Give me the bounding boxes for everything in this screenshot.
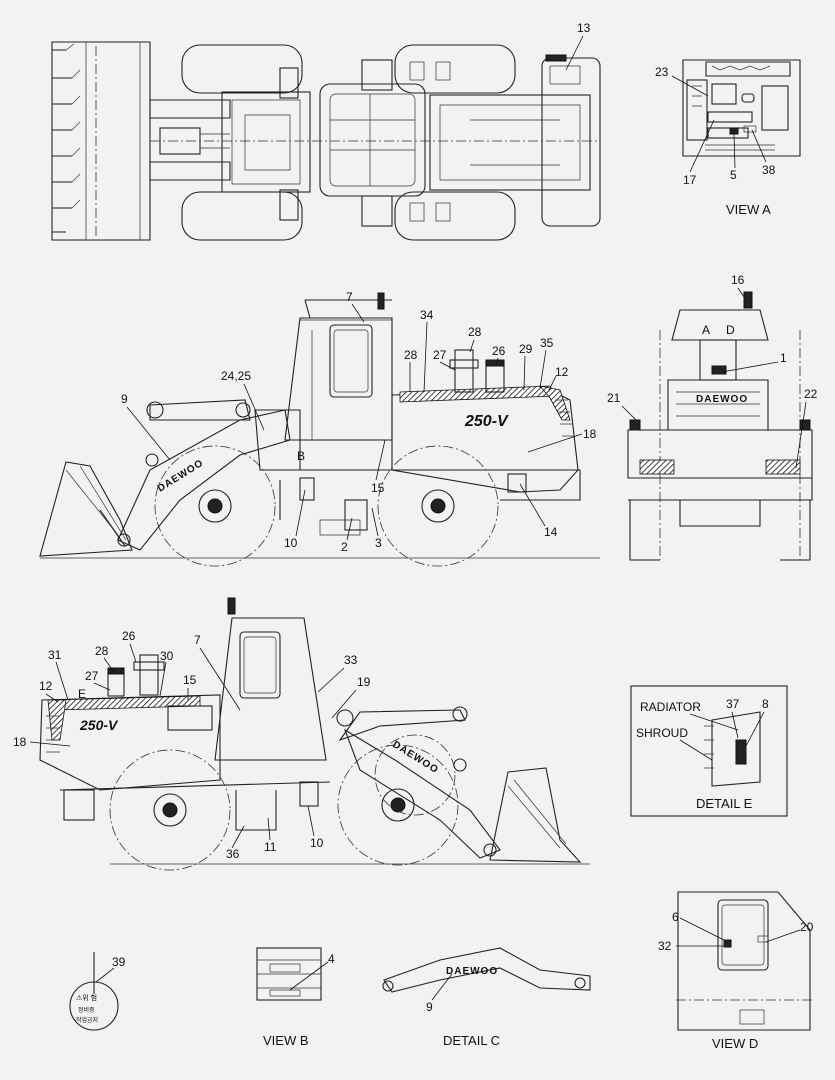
callout-label: 15	[183, 673, 197, 687]
callout-label: 31	[48, 648, 62, 662]
callout-label: 9	[121, 392, 128, 406]
callout-label: 37	[726, 697, 740, 711]
warning-text-3: 작업금지	[76, 1016, 98, 1024]
callout-13: 13	[565, 21, 591, 71]
view-d-label: VIEW D	[712, 1036, 758, 1051]
callout-label: 34	[420, 308, 434, 322]
side-view-right-callouts: 7 34 28 28 27 26 29 35 12 18 24,25 9 15 …	[121, 290, 597, 554]
callout-label: 12	[555, 365, 569, 379]
view-d: 6 32 20 VIEW D	[658, 891, 814, 1051]
callout-label: 2	[341, 540, 348, 554]
section-letter-b: B	[297, 449, 305, 463]
view-b-label: VIEW B	[263, 1033, 309, 1048]
model-decal: 250-V	[464, 413, 509, 430]
rear-view-callouts: 16 1 21 22 A D	[607, 273, 818, 469]
callout-label: 10	[284, 536, 298, 550]
callout-label: 26	[122, 629, 136, 643]
callout-label: 17	[683, 173, 697, 187]
callout-label: 32	[658, 939, 672, 953]
callout-label: 28	[468, 325, 482, 339]
callout-label: 11	[264, 840, 277, 854]
view-a-callouts: 23 17 5 38 VIEW A	[655, 65, 776, 217]
callout-label: 28	[404, 348, 418, 362]
callout-label: 15	[371, 481, 385, 495]
callout-label: 18	[13, 735, 27, 749]
callout-label: 6	[672, 910, 679, 924]
callout-label: 33	[344, 653, 358, 667]
callout-label: 4	[328, 952, 335, 966]
warning-text-1: ⚠위 험	[76, 994, 97, 1002]
detail-e-box: RADIATOR SHROUD 37 8 DETAIL E	[630, 685, 788, 817]
callout-label: 21	[607, 391, 621, 405]
callout-label: 8	[762, 697, 769, 711]
callout-label: 38	[762, 163, 776, 177]
callout-label: 16	[731, 273, 745, 287]
side-view-left-callouts: 31 28 26 30 27 12 E 15 7 33 19 18 36 11 …	[13, 629, 371, 861]
view-a-drawing	[682, 59, 801, 157]
rear-brand-decal: DAEWOO	[696, 394, 748, 405]
warning-text-2: 정비중	[78, 1006, 95, 1014]
callout-label: 23	[655, 65, 669, 79]
detail-c-label: DETAIL C	[443, 1033, 500, 1048]
callout-label: 7	[194, 633, 201, 647]
section-letter-e: E	[78, 687, 86, 701]
callout-label: 12	[39, 679, 53, 693]
callout-label: 30	[160, 649, 174, 663]
detail-e-label: DETAIL E	[696, 796, 753, 811]
callout-label: 3	[375, 536, 382, 550]
detail-e-shroud: SHROUD	[636, 726, 688, 740]
callout-label: 5	[730, 168, 737, 182]
view-b: 4 VIEW B	[256, 947, 335, 1048]
callout-label: 36	[226, 847, 240, 861]
side-view-right: 250-V DAEWOO	[39, 292, 600, 567]
section-letter-a: A	[702, 323, 710, 337]
detail-c: DAEWOO 9 DETAIL C	[382, 947, 591, 1048]
callout-label: 39	[112, 955, 126, 969]
boom-brand-decal-left: DAEWOO	[390, 739, 440, 776]
model-decal-left: 250-V	[79, 717, 119, 733]
callout-label: 22	[804, 387, 818, 401]
rear-view: DAEWOO	[627, 291, 813, 561]
callout-label: 7	[346, 290, 353, 304]
top-view	[51, 41, 601, 241]
callout-label: 27	[85, 669, 99, 683]
callout-label: 9	[426, 1000, 433, 1014]
warning-decal-39: ⚠위 험 정비중 작업금지 39	[69, 952, 126, 1031]
callout-label: 10	[310, 836, 324, 850]
callout-label: 26	[492, 344, 506, 358]
section-letter-d: D	[726, 323, 735, 337]
detail-e-radiator: RADIATOR	[640, 700, 701, 714]
callout-label: 27	[433, 348, 447, 362]
callout-label: 35	[540, 336, 554, 350]
callout-label: 24,25	[221, 369, 251, 383]
detail-c-brand: DAEWOO	[446, 966, 498, 977]
view-a-label: VIEW A	[726, 202, 771, 217]
callout-label: 20	[800, 920, 814, 934]
callout-label: 28	[95, 644, 109, 658]
callout-label: 29	[519, 342, 533, 356]
callout-label: 13	[577, 21, 591, 35]
callout-label: 19	[357, 675, 371, 689]
callout-label: 18	[583, 427, 597, 441]
callout-label: 14	[544, 525, 558, 539]
callout-label: 1	[780, 351, 787, 365]
